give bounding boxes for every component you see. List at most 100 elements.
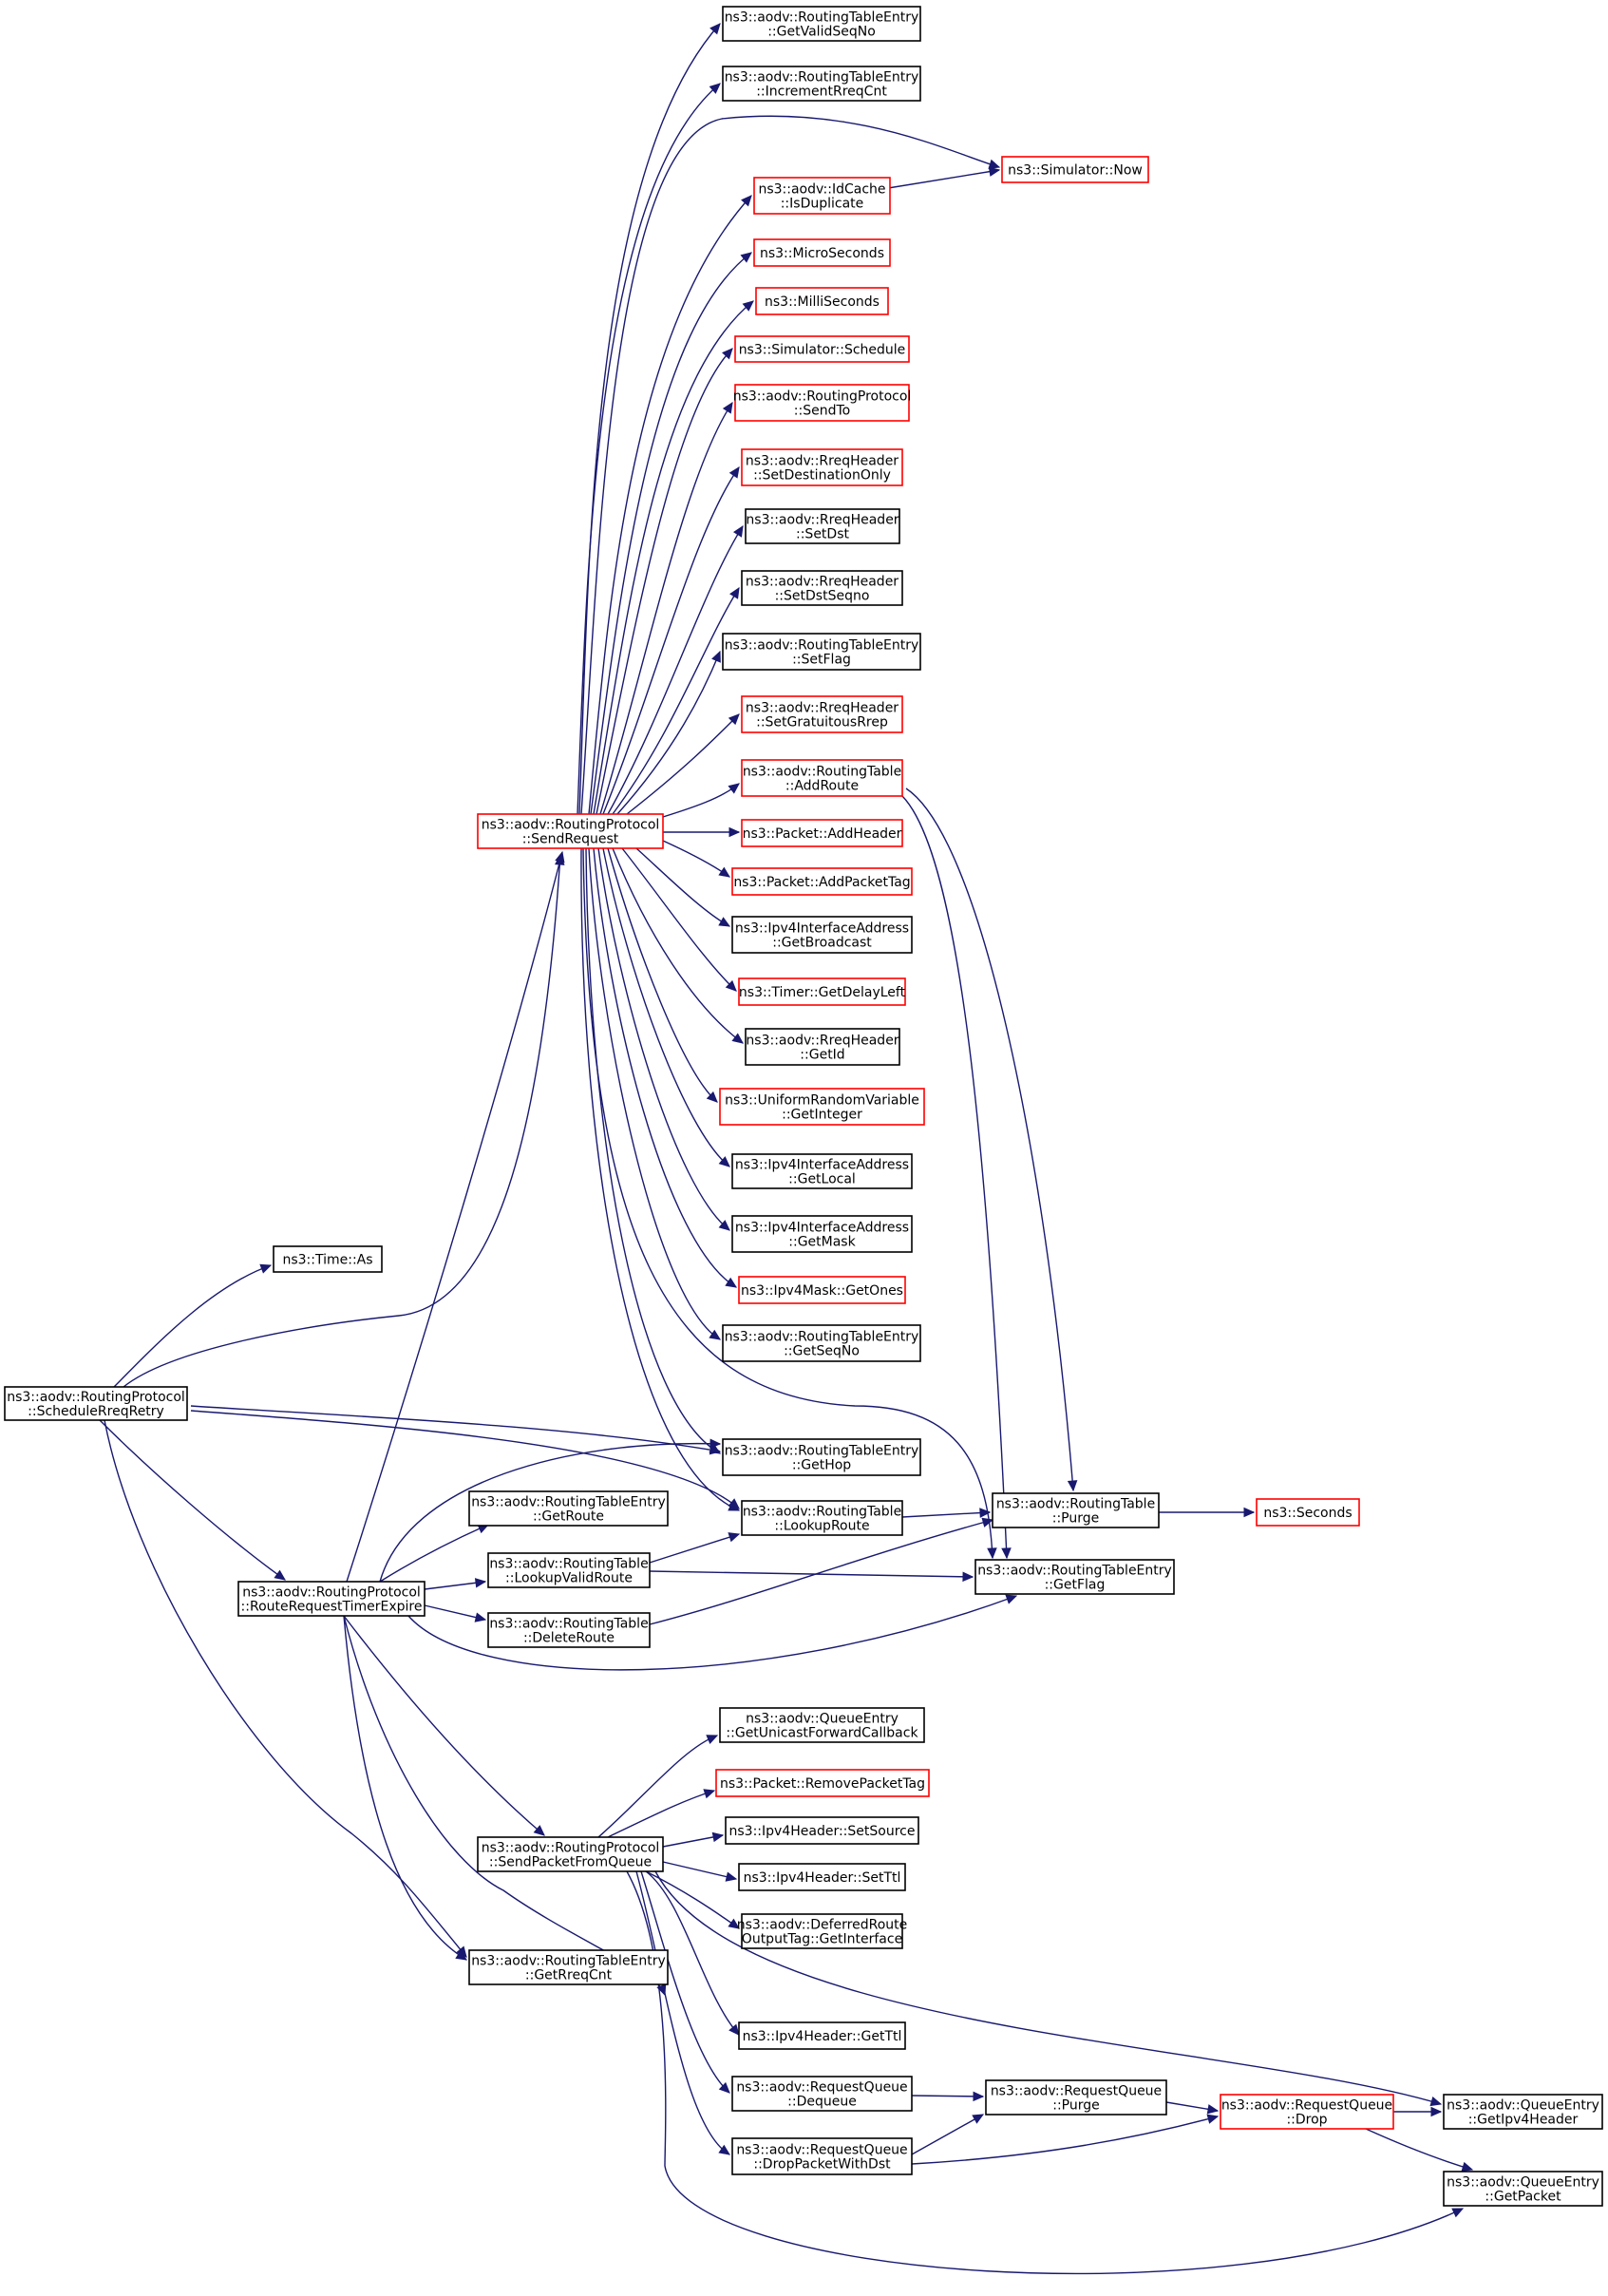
graph-node[interactable]: ns3::aodv::RoutingProtocol::SendPacketFr… (477, 1836, 664, 1872)
call-edge (123, 854, 561, 1388)
graph-node[interactable]: ns3::aodv::RoutingTableEntry::IncrementR… (722, 66, 921, 102)
node-label: ns3::aodv::RoutingTableEntry (725, 1444, 919, 1459)
graph-node[interactable]: ns3::aodv::QueueEntry::GetUnicastForward… (719, 1707, 925, 1743)
graph-node[interactable]: ns3::aodv::RreqHeader::SetDst (745, 508, 900, 544)
call-edge (585, 847, 721, 1454)
node-label: ::GetId (800, 1048, 844, 1063)
node-label: ns3::aodv::IdCache (758, 182, 885, 198)
graph-node[interactable]: ns3::aodv::IdCache::IsDuplicate (753, 177, 891, 215)
graph-node[interactable]: ns3::aodv::RoutingTableEntry::GetRoute (468, 1490, 669, 1527)
graph-node[interactable]: ns3::Time::As (273, 1245, 383, 1273)
call-edge (407, 1595, 1017, 1671)
node-label: ::Purge (1052, 2098, 1100, 2114)
graph-node[interactable]: ns3::aodv::RequestQueue::Drop (1220, 2094, 1394, 2130)
graph-node[interactable]: ns3::Ipv4Header::GetTtl (738, 2021, 906, 2050)
graph-node[interactable]: ns3::MilliSeconds (755, 287, 889, 315)
graph-node[interactable]: ns3::Simulator::Schedule (734, 335, 910, 363)
graph-node[interactable]: ns3::aodv::RoutingTable::LookupRoute (741, 1500, 903, 1536)
node-label: ::GetSeqNo (784, 1344, 860, 1359)
graph-node[interactable]: ns3::aodv::RoutingTableEntry::GetValidSe… (722, 6, 921, 42)
graph-node[interactable]: ns3::aodv::RoutingTable::LookupValidRout… (487, 1552, 651, 1588)
node-box (1443, 2094, 1603, 2130)
call-nodes: ns3::aodv::RoutingProtocol::ScheduleRreq… (4, 6, 1603, 2207)
graph-node[interactable]: ns3::Ipv4Header::SetSource (725, 1816, 919, 1845)
graph-node[interactable]: ns3::aodv::RoutingTableEntry::GetSeqNo (722, 1324, 921, 1362)
node-box (477, 813, 664, 849)
node-label: ::RouteRequestTimerExpire (241, 1600, 423, 1615)
node-label: ns3::aodv::RoutingTableEntry (725, 638, 919, 654)
graph-node[interactable]: ns3::Packet::RemovePacketTag (715, 1769, 930, 1797)
node-label: ::DropPacketWithDst (753, 2157, 891, 2173)
graph-node[interactable]: ns3::Seconds (1256, 1498, 1360, 1527)
graph-node[interactable]: ns3::aodv::RoutingTableEntry::GetFlag (974, 1559, 1175, 1595)
graph-node[interactable]: ns3::aodv::QueueEntry::GetIpv4Header (1443, 2094, 1603, 2130)
graph-node[interactable]: ns3::Timer::GetDelayLeft (738, 977, 906, 1006)
graph-node[interactable]: ns3::Packet::AddPacketTag (731, 867, 913, 896)
graph-node[interactable]: ns3::aodv::RoutingProtocol::ScheduleRreq… (4, 1386, 188, 1421)
graph-node[interactable]: ns3::Ipv4InterfaceAddress::GetLocal (731, 1153, 913, 1189)
graph-node[interactable]: ns3::Ipv4Mask::GetOnes (738, 1276, 906, 1304)
graph-node[interactable]: ns3::aodv::DeferredRouteOutputTag::GetIn… (737, 1913, 908, 1949)
graph-node[interactable]: ns3::Ipv4Header::SetTtl (738, 1863, 906, 1891)
node-box (974, 1559, 1175, 1595)
edge-arrowhead (728, 783, 740, 794)
edge-arrowhead (718, 866, 731, 878)
graph-node[interactable]: ns3::aodv::RequestQueue::Dequeue (731, 2076, 913, 2112)
edge-arrowhead (731, 1033, 744, 1044)
node-label: ns3::aodv::RequestQueue (991, 2084, 1162, 2099)
node-box (722, 1324, 921, 1362)
node-box (731, 1215, 913, 1253)
graph-node[interactable]: ns3::aodv::RoutingTable::Purge (992, 1492, 1160, 1528)
graph-node[interactable]: ns3::aodv::QueueEntry::GetPacket (1443, 2171, 1603, 2207)
graph-node[interactable]: ns3::aodv::RreqHeader::SetGratuitousRrep (741, 695, 903, 733)
node-box (722, 6, 921, 42)
graph-node[interactable]: ns3::Ipv4InterfaceAddress::GetBroadcast (731, 916, 913, 954)
call-edge (588, 847, 721, 1340)
graph-node[interactable]: ns3::aodv::RoutingProtocol::RouteRequest… (237, 1581, 426, 1617)
graph-node[interactable]: ns3::Ipv4InterfaceAddress::GetMask (731, 1215, 913, 1253)
graph-node[interactable]: ns3::aodv::RreqHeader::SetDstSeqno (741, 570, 903, 606)
node-box (985, 2079, 1167, 2116)
call-edge (343, 1615, 666, 1996)
graph-node[interactable]: ns3::aodv::RequestQueue::Purge (985, 2079, 1167, 2116)
graph-node[interactable]: ns3::aodv::RreqHeader::GetId (745, 1028, 900, 1066)
call-edge (612, 847, 744, 1044)
graph-node[interactable]: ns3::aodv::RoutingTableEntry::GetHop (722, 1438, 921, 1476)
node-box (468, 1949, 669, 1985)
graph-node[interactable]: ns3::Simulator::Now (1001, 156, 1149, 183)
edge-arrowhead (741, 195, 752, 207)
graph-node[interactable]: ns3::UniformRandomVariable::GetInteger (719, 1088, 925, 1126)
node-label: ns3::aodv::RoutingTable (996, 1497, 1155, 1512)
edge-arrowhead (972, 2114, 985, 2124)
graph-node[interactable]: ns3::aodv::RoutingProtocol::SendRequest (477, 813, 664, 849)
node-label: ::GetRoute (533, 1509, 604, 1525)
edge-arrowhead (718, 2081, 730, 2094)
node-box (722, 1438, 921, 1476)
edge-arrowhead (474, 1578, 487, 1588)
call-edge (346, 851, 563, 1583)
call-edge (1365, 2128, 1473, 2171)
graph-node[interactable]: ns3::aodv::RequestQueue::DropPacketWithD… (731, 2137, 913, 2175)
graph-node[interactable]: ns3::aodv::RoutingTableEntry::GetRreqCnt (468, 1949, 669, 1985)
call-edge (616, 651, 721, 815)
call-edge (887, 169, 1000, 189)
graph-node[interactable]: ns3::aodv::RoutingTable::DeleteRoute (487, 1612, 651, 1648)
graph-node[interactable]: ns3::Packet::AddHeader (741, 819, 903, 847)
graph-node[interactable]: ns3::aodv::RreqHeader::SetDestinationOnl… (741, 448, 903, 486)
graph-node[interactable]: ns3::aodv::RoutingTable::AddRoute (741, 759, 903, 797)
graph-node[interactable]: ns3::aodv::RoutingTableEntry::SetFlag (722, 633, 921, 671)
edge-arrowhead (274, 1569, 286, 1581)
edge-arrowhead (709, 1445, 722, 1455)
call-edge (577, 83, 721, 815)
graph-node[interactable]: ns3::MicroSeconds (753, 238, 891, 267)
graph-node[interactable]: ns3::aodv::RoutingProtocol::SendTo (733, 384, 912, 422)
node-label: ::GetHop (792, 1458, 851, 1473)
node-box (1001, 156, 1149, 183)
node-label: ns3::MilliSeconds (765, 294, 880, 310)
node-box (734, 384, 910, 422)
node-label: ns3::Time::As (282, 1253, 372, 1268)
call-edge (612, 587, 740, 815)
node-box (487, 1612, 651, 1648)
node-box (731, 916, 913, 954)
